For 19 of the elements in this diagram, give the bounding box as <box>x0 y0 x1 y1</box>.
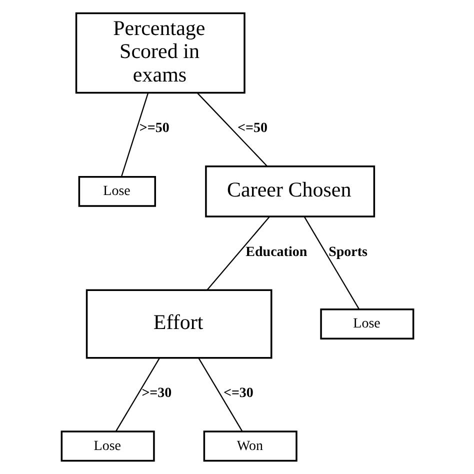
connector <box>206 216 270 290</box>
connector <box>303 216 360 310</box>
node-box: Lose <box>60 430 154 462</box>
edge-label: <=30 <box>222 386 253 402</box>
node-box: Career Chosen <box>204 165 375 218</box>
edge-label: <=50 <box>237 120 267 136</box>
connector <box>120 92 148 177</box>
node-box: Won <box>202 430 297 462</box>
edge-label: >=30 <box>141 386 172 402</box>
edge-label: >=50 <box>138 120 169 136</box>
edge-label: Education <box>245 244 307 260</box>
edge-label: Sports <box>328 244 368 260</box>
node-box: Percentage Scored in exams <box>74 12 245 94</box>
node-box: Lose <box>78 176 156 207</box>
node-box: Effort <box>85 289 272 359</box>
node-box: Lose <box>320 308 414 340</box>
connector <box>198 358 242 432</box>
connector <box>196 92 267 166</box>
connector <box>114 358 160 432</box>
